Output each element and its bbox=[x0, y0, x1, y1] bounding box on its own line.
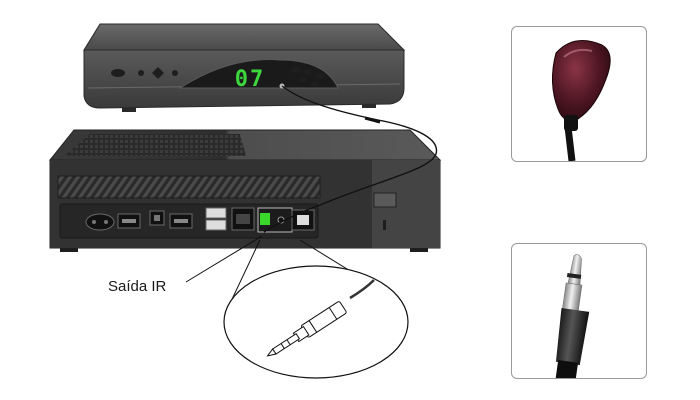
audio-plug-icon bbox=[555, 254, 590, 378]
usb-port-icon bbox=[205, 207, 227, 219]
zoom-inset bbox=[223, 265, 409, 379]
channel-display: 07 bbox=[235, 67, 266, 92]
audio-jack-icon bbox=[266, 301, 347, 357]
usb-port-icon bbox=[205, 219, 227, 231]
ir-out-label: Saída IR bbox=[108, 278, 167, 295]
power-port-icon bbox=[85, 213, 115, 231]
ir-blaster-photo-panel bbox=[511, 26, 647, 162]
audio-plug-photo-panel bbox=[511, 243, 647, 379]
ir-out-port-icon bbox=[260, 213, 270, 225]
game-console bbox=[48, 129, 442, 252]
callout-leader bbox=[185, 235, 263, 283]
settop-box: 07 bbox=[83, 23, 406, 112]
ir-blaster-head-icon bbox=[552, 40, 611, 161]
ir-cable bbox=[263, 85, 438, 233]
